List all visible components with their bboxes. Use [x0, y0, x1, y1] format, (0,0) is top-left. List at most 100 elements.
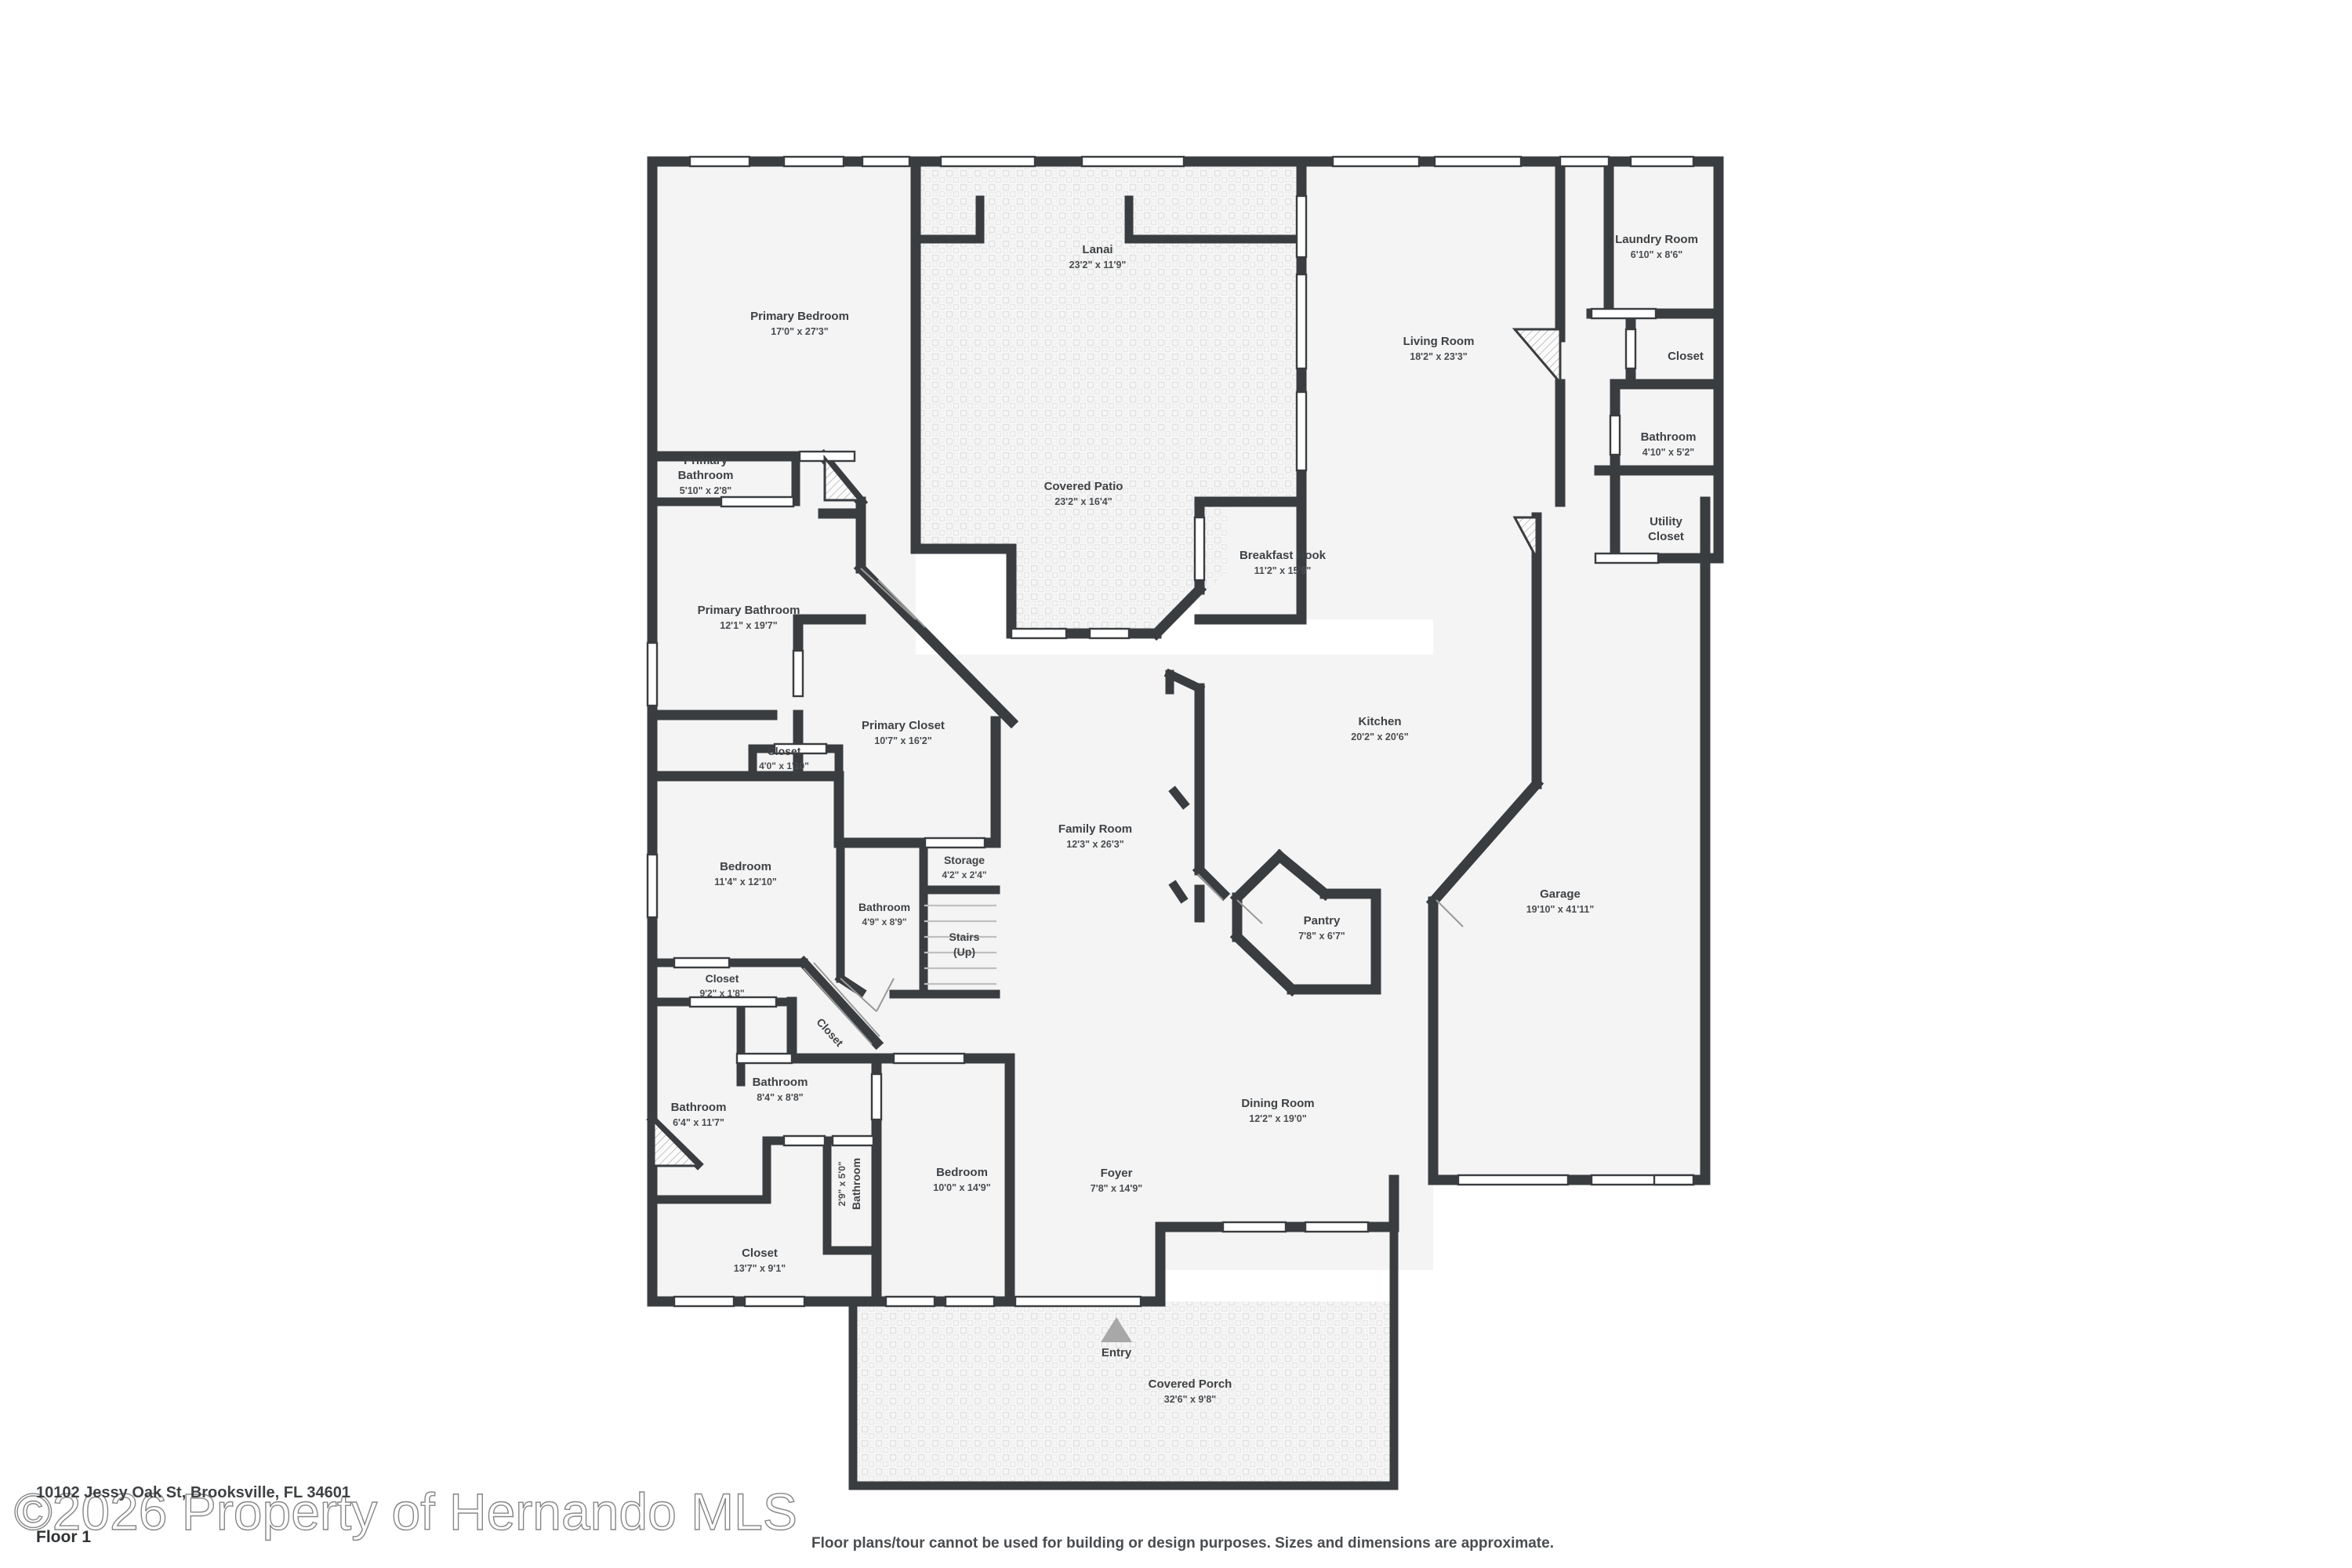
room-label-kitchen: Kitchen — [1358, 715, 1401, 728]
window — [673, 1295, 735, 1308]
window — [673, 956, 731, 969]
room-dim-bathroom-84: 8'4" x 8'8" — [757, 1092, 804, 1103]
window — [939, 155, 1036, 168]
room-label-closet-137: Closet — [742, 1247, 778, 1260]
wall-pantry-b — [1272, 848, 1333, 902]
disclaimer-text: Floor plans/tour cannot be used for buil… — [811, 1535, 1554, 1552]
window — [884, 1295, 936, 1308]
room-label-stairs: Stairs — [949, 931, 980, 943]
room-label-closet-laundry: Closet — [1668, 350, 1704, 363]
room-dim-covered-porch: 32'6" x 9'8" — [1164, 1394, 1217, 1405]
room-dim-garage: 19'10" x 41'11" — [1526, 904, 1595, 915]
floor-label: Floor 1 — [36, 1528, 92, 1546]
door-swing — [1436, 899, 1464, 927]
room-label-primary-closet: Primary Closet — [862, 719, 945, 732]
room-label-covered-patio: Covered Patio — [1044, 480, 1123, 493]
room-label-storage: Storage — [944, 854, 985, 866]
room-label-laundry-room: Laundry Room — [1615, 233, 1698, 246]
wall-fr-stub-a — [1168, 786, 1190, 810]
room-dim-stairs: (Up) — [953, 946, 975, 958]
window — [861, 155, 911, 168]
room-dim-bathroom-64: 6'4" x 11'7" — [673, 1117, 724, 1128]
room-dim-covered-patio: 23'2" x 16'4" — [1054, 496, 1112, 507]
door-swing — [813, 962, 880, 1037]
wall-pb-diag-main — [853, 561, 1019, 729]
room-dim-bathroom-vert: 2'9" x 5'0" — [837, 1161, 848, 1206]
window — [1088, 627, 1131, 640]
room-dim-living-room: 18'2" x 23'3" — [1410, 351, 1467, 362]
room-dim-lanai: 23'2" x 11'9" — [1069, 260, 1127, 270]
room-label-utility-closet-2: Closet — [1648, 530, 1684, 543]
window — [870, 1073, 883, 1121]
room-dim-primary-closet: 10'7" x 16'2" — [874, 735, 931, 746]
wall-family-top-stub — [1163, 668, 1206, 695]
fill-central — [916, 655, 1433, 1301]
property-address: 10102 Jessy Oak St, Brooksville, FL 3460… — [36, 1484, 350, 1501]
window — [688, 996, 778, 1008]
window — [1295, 273, 1308, 370]
window — [1457, 1174, 1570, 1186]
room-label-entry: Entry — [1102, 1346, 1132, 1359]
room-dim-foyer: 7'8" x 14'9" — [1091, 1183, 1143, 1194]
room-dim-closet-137: 13'7" x 9'1" — [734, 1263, 786, 1274]
room-label-bathroom-84: Bathroom — [753, 1076, 808, 1089]
wall-closet-diag-upper — [796, 955, 884, 1051]
fill-garage — [1433, 517, 1705, 1180]
wall-fr-stub-b — [1168, 880, 1189, 904]
wall-garage-diag — [1425, 776, 1544, 909]
window — [1295, 390, 1308, 472]
room-label-primary-bath-sm: Primary — [684, 454, 728, 467]
room-dim-closet-92: 9'2" x 1'8" — [699, 988, 744, 999]
room-dim-dining-room: 12'2" x 19'0" — [1249, 1113, 1306, 1124]
door-swing — [876, 978, 895, 1012]
door-swing — [1197, 873, 1224, 901]
window — [831, 1134, 875, 1147]
room-label-closet-small: Closet — [768, 745, 801, 757]
window — [1590, 307, 1657, 320]
wall-lanai-part-b — [1124, 195, 1306, 244]
door-swing — [803, 967, 873, 1045]
door-swing — [840, 978, 877, 1012]
wall-porch — [848, 1227, 1399, 1490]
room-dim-laundry-room: 6'10" x 8'6" — [1631, 249, 1683, 260]
window — [1629, 155, 1695, 168]
room-label-garage: Garage — [1540, 887, 1581, 901]
window — [1014, 1295, 1142, 1308]
room-label-bedroom-left: Bedroom — [720, 860, 771, 873]
room-label-living-room: Living Room — [1403, 335, 1475, 348]
window — [743, 1295, 806, 1308]
window — [782, 1134, 826, 1147]
room-dim-family-room: 12'3" x 26'3" — [1066, 839, 1123, 850]
window — [1295, 194, 1308, 259]
room-dim-closet-small: 4'0" x 1'10" — [759, 760, 809, 771]
window — [782, 155, 845, 168]
room-label-utility-closet: Utility — [1650, 515, 1682, 528]
stair-treads — [924, 904, 997, 985]
window — [1010, 627, 1068, 640]
room-labels: Primary Bedroom 17'0" x 27'3" Lanai 23'2… — [671, 233, 1704, 1405]
window — [924, 837, 986, 849]
room-dim-primary-bath-sm: 5'10" x 2'8" — [680, 485, 732, 496]
door-swing — [860, 568, 916, 620]
room-label-pantry: Pantry — [1304, 914, 1341, 927]
room-dim-bathroom-mid: 4'9" x 8'9" — [862, 916, 906, 927]
room-label-covered-porch: Covered Porch — [1149, 1377, 1232, 1391]
wall-lanai-part-a — [911, 195, 985, 244]
room-dim-primary-bathroom: 12'1" x 19'7" — [720, 620, 777, 631]
room-dim-bedroom-bottom: 10'0" x 14'9" — [933, 1182, 990, 1193]
window — [646, 641, 659, 707]
room-dim-bathroom-laundry: 4'10" x 5'2" — [1642, 447, 1695, 458]
room-dim-kitchen: 20'2" x 20'6" — [1351, 731, 1408, 742]
window — [735, 1052, 793, 1065]
window — [944, 1295, 996, 1308]
window — [1609, 414, 1621, 456]
niche-wedge — [1512, 516, 1538, 559]
room-label-bathroom-64: Bathroom — [671, 1101, 727, 1114]
room-dim-storage: 4'2" x 2'4" — [942, 869, 986, 880]
room-dim-breakfast-nook: 11'2" x 15'9" — [1254, 565, 1312, 576]
door-swings — [803, 568, 1464, 1045]
room-label-bathroom-laundry: Bathroom — [1641, 430, 1697, 444]
room-dim-bedroom-left: 11'4" x 12'10" — [714, 877, 777, 887]
